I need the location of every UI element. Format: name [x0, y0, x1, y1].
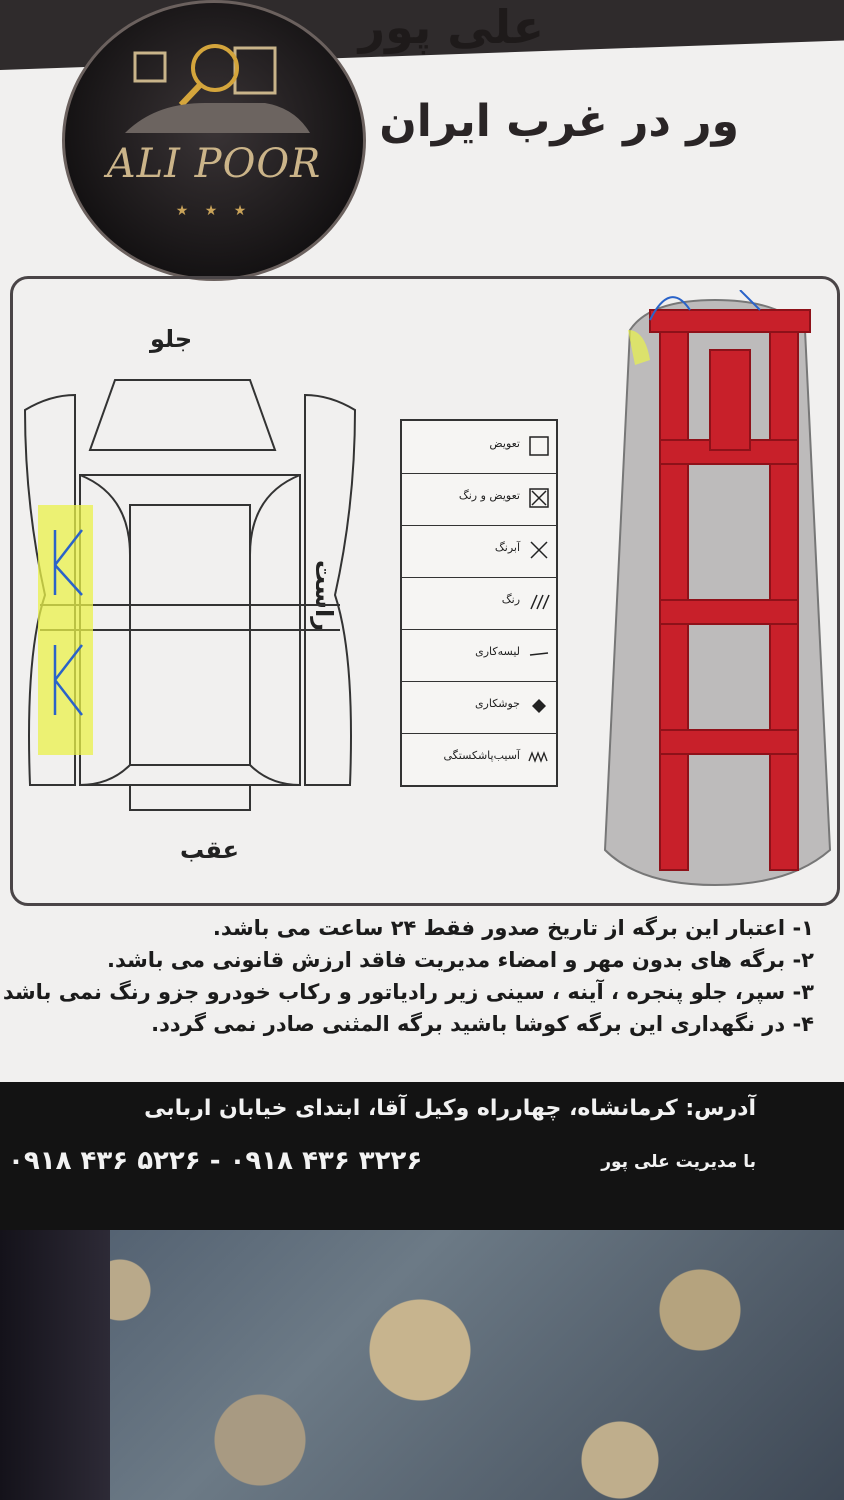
diamond-icon — [532, 699, 546, 713]
legend-label: آسیب‌پاشکستگی — [443, 749, 520, 762]
zigzag-icon — [528, 751, 548, 763]
roof-outline — [129, 504, 251, 766]
manager-text: با مدیریت علی پور — [601, 1152, 756, 1172]
left-door-marks — [53, 529, 83, 716]
address-text: آدرس: کرمانشاه، چهارراه وکیل آقا، ابتدای… — [144, 1096, 756, 1121]
magnifier-car-icon — [125, 44, 310, 133]
legend-row: لیسه‌کاری — [402, 629, 556, 682]
footer: آدرس: کرمانشاه، چهارراه وکیل آقا، ابتدای… — [0, 1082, 844, 1232]
left-label: چپ — [0, 640, 4, 683]
header-title: علی پور — [358, 0, 544, 54]
logo-stars: ★ ★ ★ — [175, 203, 253, 219]
legend-label: رنگ — [501, 593, 520, 606]
legend-label: تعویض — [489, 437, 520, 450]
header-subtitle: ور در غرب ایران — [379, 96, 739, 147]
note-1: ۱- اعتبار این برگه از تاریخ صدور فقط ۲۴ … — [212, 916, 814, 940]
logo-text: ALI POOR — [106, 141, 322, 187]
hood-outline — [88, 379, 277, 451]
legend-label: لیسه‌کاری — [475, 645, 520, 658]
left-side-panel — [23, 393, 76, 786]
car-body-diagram — [23, 379, 357, 811]
crossed-box-icon — [529, 488, 549, 508]
diagram-frame — [10, 276, 840, 906]
left-panel-highlight — [38, 505, 93, 755]
company-logo: ALI POOR ★ ★ ★ — [62, 0, 366, 281]
legend-label: تعویض و رنگ — [458, 489, 520, 502]
note-3: ۳- سپر، جلو پنجره ، آینه ، سینی زیر رادی… — [2, 980, 814, 1004]
dash-icon — [529, 652, 549, 656]
trunk-outline — [129, 784, 251, 811]
chassis-illustration — [603, 290, 832, 887]
legend-row: آسیب‌پاشکستگی — [402, 733, 556, 785]
note-4: ۴- در نگهداری این برگه کوشا باشید برگه ا… — [151, 1012, 814, 1036]
legend-label: آبرنگ — [494, 541, 520, 554]
hatch-icon — [530, 594, 550, 610]
legend-label: جوشکاری — [474, 697, 520, 710]
legend-row: آبرنگ — [402, 525, 556, 578]
background-shadow — [0, 1230, 110, 1500]
phone-numbers: ۰۹۱۸ ۴۳۶ ۵۲۲۶ - ۰۹۱۸ ۴۳۶ ۳۲۲۶ — [8, 1146, 423, 1176]
legend-table: تعویض تعویض و رنگ آبرنگ رنگ لیسه‌کاری جو… — [400, 419, 558, 787]
empty-box-icon — [529, 436, 549, 456]
rear-label: عقب — [180, 836, 240, 864]
legend-row: رنگ — [402, 577, 556, 630]
front-label: جلو — [150, 325, 193, 353]
background-fabric — [0, 1230, 844, 1500]
x-mark-icon — [530, 541, 548, 559]
note-2: ۲- برگه های بدون مهر و امضاء مدیریت فاقد… — [106, 948, 814, 972]
right-side-panel — [304, 393, 357, 786]
legend-row: تعویض — [402, 421, 556, 474]
legend-row: تعویض و رنگ — [402, 473, 556, 526]
legend-row: جوشکاری — [402, 681, 556, 734]
